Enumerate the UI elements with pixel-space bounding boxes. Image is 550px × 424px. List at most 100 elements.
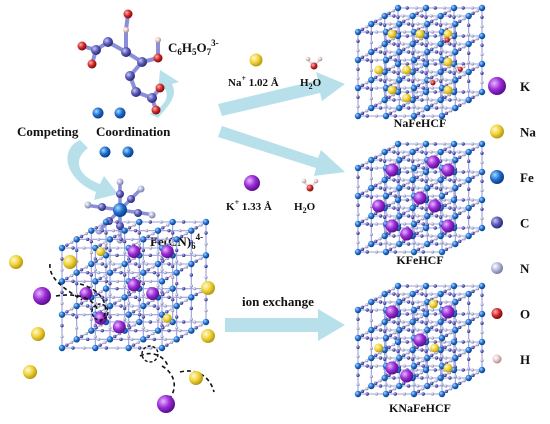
guest-k-ion xyxy=(112,320,126,334)
framework-atom-n xyxy=(159,320,163,324)
framework-atom-fe xyxy=(410,306,418,314)
framework-atom-n xyxy=(444,328,448,332)
framework-atom-n xyxy=(453,96,457,101)
framework-atom-c xyxy=(60,290,64,295)
framework-atom-c xyxy=(127,259,132,263)
framework-atom-c xyxy=(458,183,462,188)
framework-atom-fe xyxy=(58,244,66,252)
framework-atom-c xyxy=(194,226,198,230)
framework-atom-c xyxy=(119,304,123,308)
framework-atom-c xyxy=(471,11,475,16)
framework-atom-n xyxy=(89,284,93,288)
competing-coordination-group: Competing Coordination xyxy=(17,107,171,158)
framework-atom-n xyxy=(369,374,373,379)
framework-atom-fe xyxy=(354,56,362,64)
framework-atom-c xyxy=(438,187,443,191)
framework-atom-c xyxy=(415,373,419,378)
framework-atom-c xyxy=(71,246,75,250)
citrate-atom-c xyxy=(91,45,101,55)
framework-atom-c xyxy=(424,15,428,19)
framework-atom-n xyxy=(457,376,461,380)
guest-k-ion xyxy=(127,245,141,259)
framework-atom-n xyxy=(475,65,480,69)
framework-atom-n xyxy=(449,245,453,249)
framework-atom-n xyxy=(82,246,86,250)
framework-atom-n xyxy=(421,109,425,113)
framework-atom-fe xyxy=(396,48,403,56)
framework-atom-n xyxy=(369,40,373,45)
framework-atom-n xyxy=(397,96,401,101)
framework-atom-c xyxy=(104,346,109,350)
framework-atom-n xyxy=(356,76,360,81)
framework-atom-n xyxy=(141,293,145,297)
competing-label: Competing xyxy=(17,124,79,139)
framework-atom-fe xyxy=(452,212,459,220)
framework-atom-n xyxy=(402,194,407,198)
framework-atom-n xyxy=(118,265,122,269)
framework-atom-c xyxy=(402,103,406,108)
guest-k-ion xyxy=(441,219,455,233)
framework-atom-c xyxy=(378,356,383,360)
framework-atom-c xyxy=(167,328,171,333)
framework-atom-n xyxy=(470,226,475,230)
framework-atom-c xyxy=(458,353,462,358)
framework-atom-c xyxy=(393,58,397,62)
framework-atom-n xyxy=(470,6,475,10)
framework-atom-c xyxy=(433,170,437,174)
framework-atom-n xyxy=(440,382,444,387)
framework-atom-fe xyxy=(409,346,416,354)
framework-atom-fe xyxy=(465,148,472,156)
framework-atom-n xyxy=(416,106,420,110)
framework-atom-n xyxy=(393,109,397,113)
framework-atom-c xyxy=(204,231,208,235)
framework-atom-n xyxy=(397,374,401,379)
framework-atom-c xyxy=(396,71,400,75)
guest-na-ion xyxy=(402,93,412,103)
legend-label: H xyxy=(520,352,530,367)
framework-atom-c xyxy=(405,340,409,344)
framework-atom-n xyxy=(414,6,419,10)
framework-atom-c xyxy=(89,273,94,277)
framework-atom-c xyxy=(430,103,434,108)
framework-atom-fe xyxy=(354,192,362,200)
arrow-to-nafehcf xyxy=(218,72,345,116)
framework-atom-n xyxy=(384,104,388,109)
framework-atom-fe xyxy=(452,354,459,362)
framework-atom-fe xyxy=(202,318,210,326)
framework-atom-n xyxy=(414,368,419,372)
framework-atom-c xyxy=(374,381,378,386)
fecn-atom-c xyxy=(127,195,135,203)
framework-atom-n xyxy=(175,293,179,297)
framework-atom-fe xyxy=(478,282,486,290)
framework-atom-fe xyxy=(410,112,418,120)
framework-atom-c xyxy=(374,211,378,216)
framework-atom-c xyxy=(360,191,365,196)
framework-atom-n xyxy=(184,265,188,269)
framework-atom-fe xyxy=(58,278,66,285)
framework-atom-c xyxy=(79,334,84,339)
framework-atom-c xyxy=(119,337,123,342)
framework-atom-c xyxy=(405,198,409,202)
framework-atom-c xyxy=(85,304,90,308)
framework-atom-n xyxy=(453,40,457,45)
framework-atom-fe xyxy=(368,156,375,164)
framework-atom-n xyxy=(365,53,369,57)
framework-atom-fe xyxy=(410,84,418,92)
framework-atom-n xyxy=(480,80,484,85)
framework-atom-n xyxy=(475,145,480,149)
framework-atom-n xyxy=(470,312,475,316)
framework-atom-c xyxy=(65,343,69,347)
framework-atom-n xyxy=(475,343,480,347)
framework-atom-fe xyxy=(158,278,166,285)
framework-atom-n xyxy=(388,22,392,26)
citrate-atom-o xyxy=(123,9,133,19)
framework-atom-n xyxy=(475,173,480,177)
framework-atom-c xyxy=(369,59,374,63)
framework-atom-c xyxy=(161,292,165,297)
framework-atom-c xyxy=(415,203,419,208)
framework-atom-n xyxy=(425,204,429,209)
framework-atom-fe xyxy=(410,248,418,256)
framework-atom-n xyxy=(369,204,373,209)
framework-atom-c xyxy=(430,353,434,358)
framework-atom-fe xyxy=(465,176,472,184)
